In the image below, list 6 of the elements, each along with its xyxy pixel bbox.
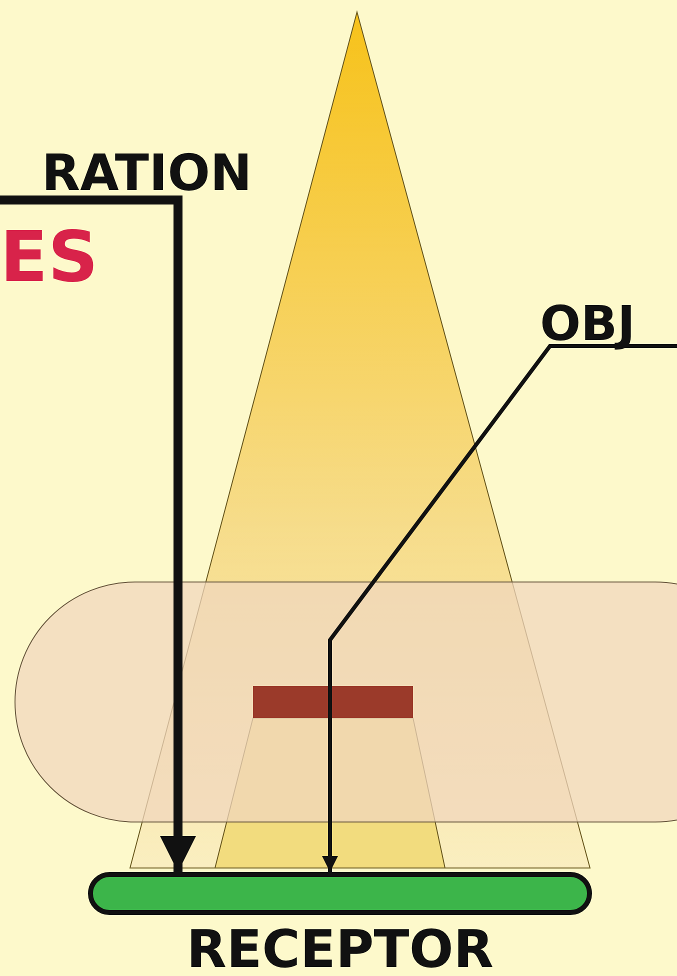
leader-arrow — [0, 196, 196, 872]
part-label: RATION — [42, 148, 252, 198]
leader-arrow — [322, 344, 677, 872]
part-label: OBJ — [540, 300, 636, 348]
heading-fragment: ES — [0, 222, 98, 292]
part-label: RECEPTOR — [185, 924, 495, 976]
